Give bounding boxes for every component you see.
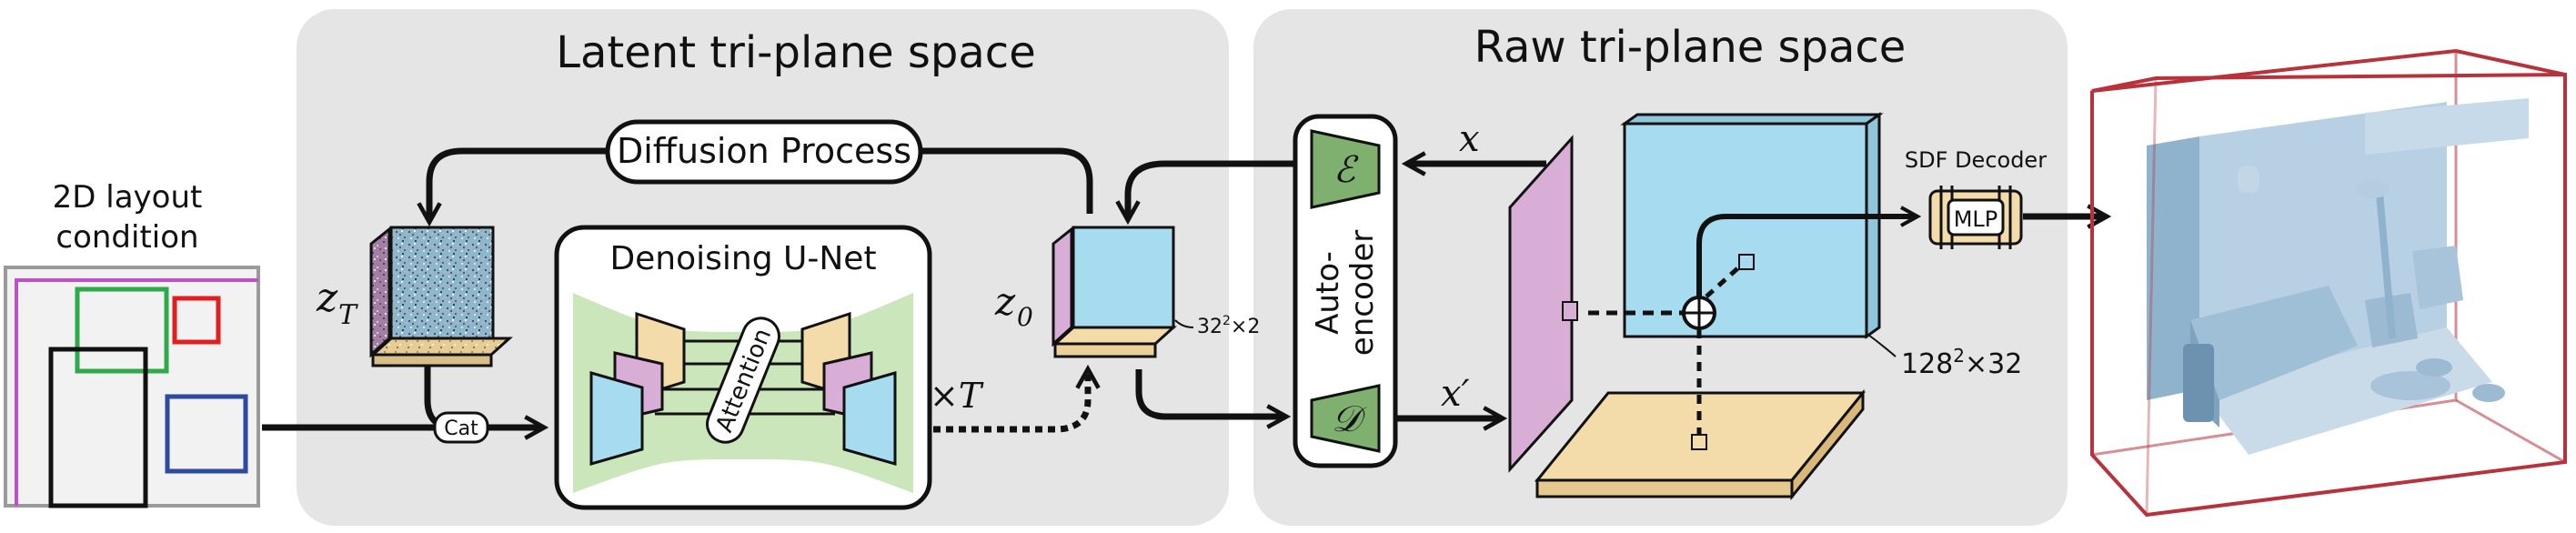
sdf-decoder-title: SDF Decoder: [1905, 147, 2047, 173]
autoencoder-label-2: encoder: [1344, 230, 1381, 356]
latent-size-label: 322×2: [1197, 314, 1260, 338]
raw-size-label: 1282×32: [1901, 345, 2022, 380]
noise-tri-plane-icon: [369, 226, 513, 367]
repeat-T-arrow: [933, 371, 1088, 433]
z0-symbol: z: [994, 279, 1016, 324]
autoencoder-label-1: Auto-: [1310, 251, 1346, 335]
layout-condition-label-1: 2D layout: [53, 179, 203, 216]
query-lines: [1562, 216, 1916, 450]
layout-box-black: [48, 347, 148, 508]
cat-label: Cat: [444, 417, 478, 440]
layout-box-red: [172, 296, 221, 345]
latent-to-decoder-arrow: [1135, 369, 1284, 417]
layout-condition-label-2: condition: [55, 219, 198, 256]
z0-subscript: 0: [1017, 302, 1033, 332]
unet-title: Denoising U-Net: [609, 240, 876, 277]
layout-wall-line: [15, 278, 258, 506]
layout-box-blue: [165, 394, 248, 474]
autoencoder-label: Auto- encoder: [1310, 230, 1381, 356]
diffusion-process-box: [605, 119, 923, 185]
zT-symbol: z: [316, 275, 338, 321]
diffusion-process-label: Diffusion Process: [617, 131, 911, 171]
latent-space-title: Latent tri-plane space: [556, 27, 1035, 78]
cat-badge: [433, 411, 489, 444]
x-symbol: x: [1459, 118, 1480, 160]
layout-box-green: [75, 287, 169, 374]
encoder-trapezoid-icon: [1310, 129, 1381, 209]
sdf-mlp-icon: [1928, 186, 2023, 249]
raw-size-tick: [1867, 334, 1897, 357]
unet-blocks: [589, 311, 897, 466]
mlp-label: MLP: [1954, 206, 1998, 232]
zT-subscript: T: [338, 299, 358, 331]
diffusion-line-right: [921, 147, 1093, 214]
decoder-trapezoid-icon: [1310, 384, 1381, 453]
room-3d-render: [2090, 49, 2567, 518]
tri-plane-icon: [1052, 226, 1177, 358]
diffusion-arrow-left: [429, 147, 608, 220]
encoder-symbol: ℰ: [1333, 149, 1359, 191]
latent-size-tick: [1174, 319, 1194, 328]
times-T-label: ×T: [930, 376, 984, 416]
x-prime-symbol: x′: [1441, 373, 1470, 415]
raw-space-title: Raw tri-plane space: [1474, 22, 1907, 73]
layout-condition: 2D layout condition: [4, 179, 260, 508]
encoder-to-latent-arrow: [1128, 160, 1295, 218]
